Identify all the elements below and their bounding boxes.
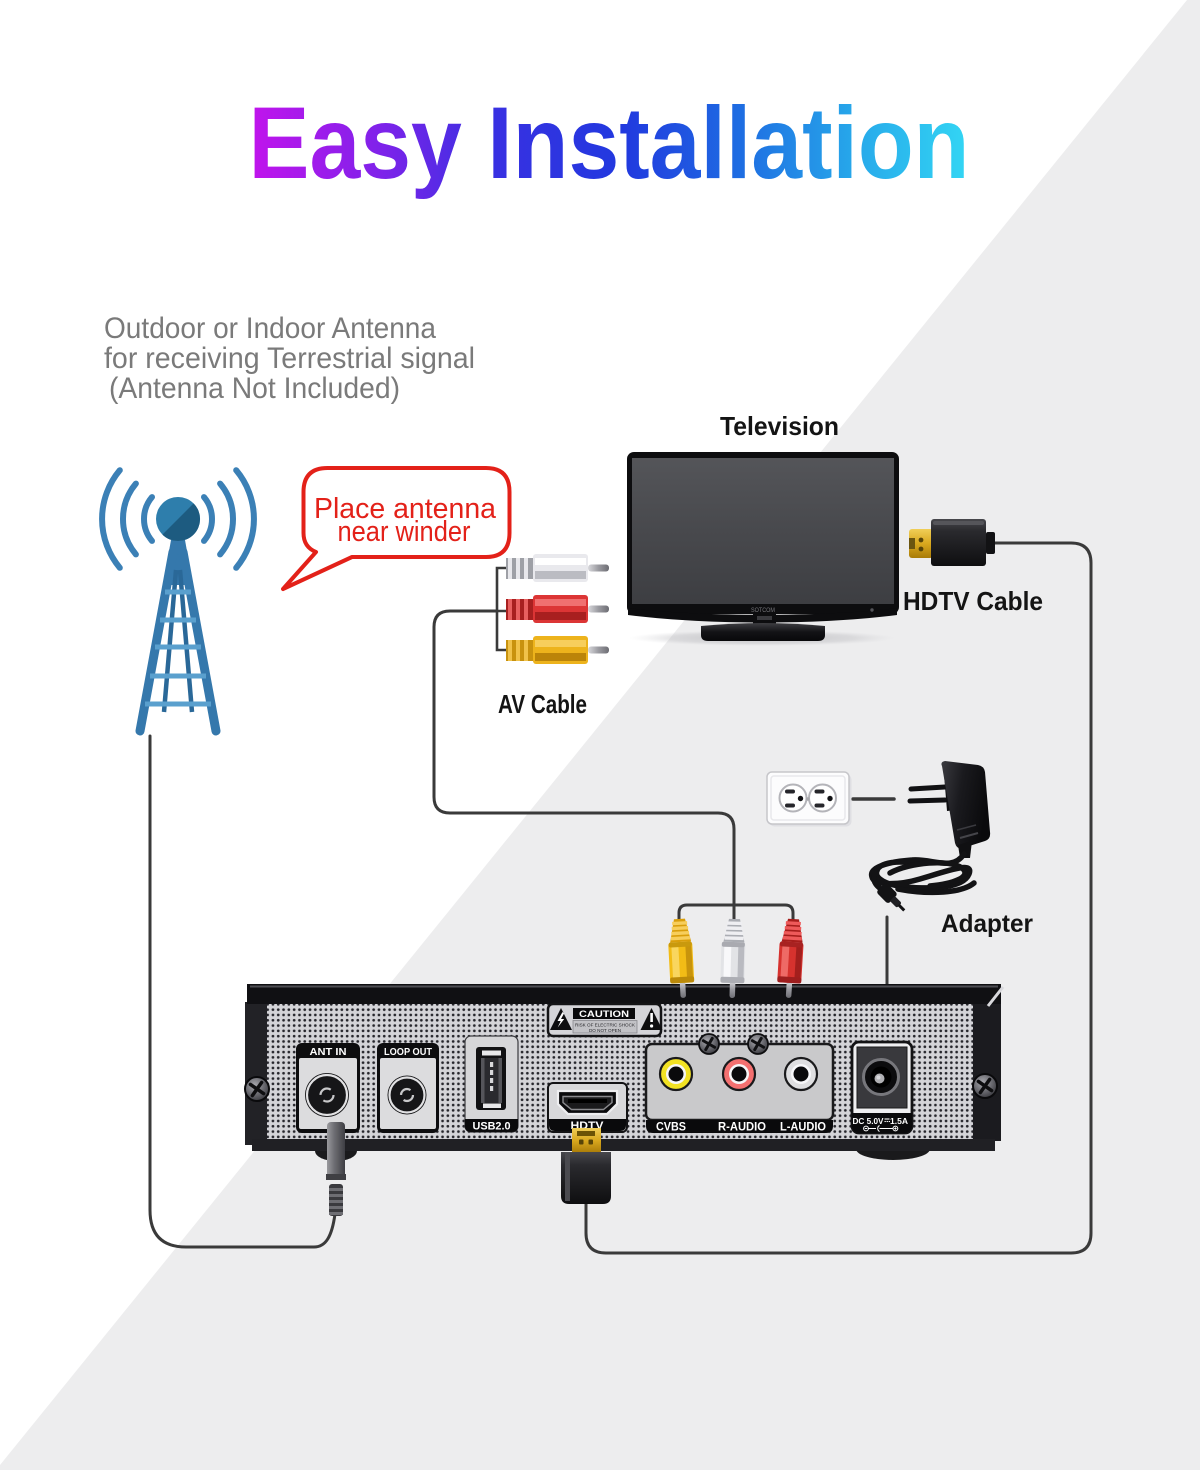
svg-text:HDTV Cable: HDTV Cable [903, 586, 1043, 616]
svg-text:Place antenna: Place antenna [314, 493, 497, 525]
svg-text:L-AUDIO: L-AUDIO [780, 1122, 826, 1134]
svg-text:SOTCOM: SOTCOM [751, 608, 775, 614]
svg-text:DC 5.0V: DC 5.0V [853, 1116, 884, 1126]
svg-text:1.5A: 1.5A [890, 1116, 908, 1126]
svg-text:USB2.0: USB2.0 [473, 1121, 511, 1133]
svg-text:(Antenna Not Included): (Antenna Not Included) [109, 372, 400, 405]
svg-text:RISK OF ELECTRIC SHOCK: RISK OF ELECTRIC SHOCK [575, 1023, 636, 1028]
svg-text:R-AUDIO: R-AUDIO [718, 1122, 766, 1134]
svg-text:DO NOT OPEN: DO NOT OPEN [589, 1028, 621, 1033]
svg-text:Television: Television [720, 411, 839, 441]
svg-text:CAUTION: CAUTION [579, 1009, 629, 1019]
svg-text:Adapter: Adapter [941, 910, 1033, 938]
svg-text:ANT IN: ANT IN [310, 1046, 347, 1058]
svg-text:Outdoor or Indoor Antenna: Outdoor or Indoor Antenna [104, 312, 436, 345]
svg-text:CVBS: CVBS [656, 1122, 686, 1134]
svg-text:for receiving Terrestrial sign: for receiving Terrestrial signal [104, 342, 475, 375]
svg-text:Easy Installation: Easy Installation [249, 86, 970, 200]
svg-text:LOOP OUT: LOOP OUT [384, 1047, 432, 1058]
svg-text:AV Cable: AV Cable [498, 689, 587, 719]
svg-text:near winder: near winder [338, 516, 471, 548]
